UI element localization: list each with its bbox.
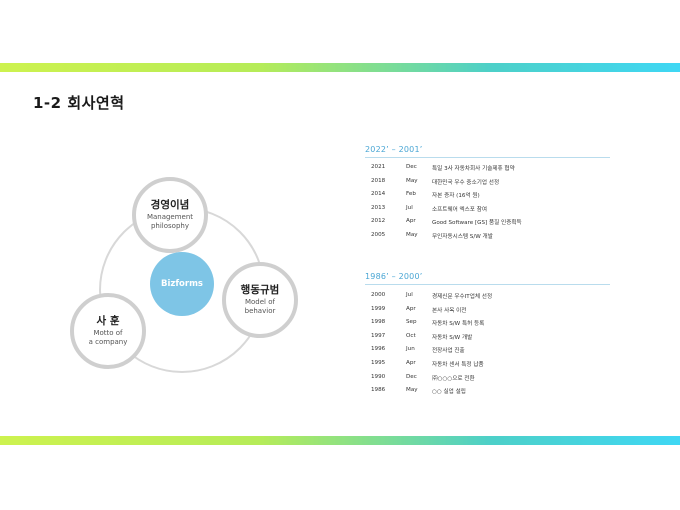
history-row: 1999 Apr 본사 사옥 이전 <box>365 303 610 317</box>
history-month: Feb <box>406 191 416 198</box>
node-model-of-behavior: 행동규범 Model of behavior <box>222 262 298 338</box>
history-event: 자동차 S/W 특허 등록 <box>432 321 485 328</box>
top-accent-band <box>0 63 680 72</box>
history-row: 2005 May 무인자동시스템 S/W 개발 <box>365 229 610 243</box>
history-month: Sep <box>406 319 417 326</box>
history-year: 2000 <box>371 292 386 298</box>
history-month: Oct <box>406 332 416 339</box>
history-event: 자본 증자 (16억 원) <box>432 193 480 200</box>
history-row: 1995 Apr 자동차 센서 특정 납품 <box>365 357 610 371</box>
history-row: 1996 Jun 전장사업 진출 <box>365 343 610 357</box>
history-year: 1990 <box>371 373 386 380</box>
history-month: Dec <box>406 373 417 380</box>
history-year: 1996 <box>371 346 386 353</box>
history-year: 1986 <box>371 387 386 394</box>
history-year: 1998 <box>371 319 386 326</box>
bottom-accent-band <box>0 436 680 445</box>
history-row: 1990 Dec ㈜○○○으로 전환 <box>365 371 610 385</box>
history-event: 본사 사옥 이전 <box>432 307 467 314</box>
history-month: Jul <box>406 204 413 211</box>
history-row: 1997 Oct 자동차 S/W 개발 <box>365 330 610 344</box>
history-month: May <box>406 177 418 184</box>
history-year: 1999 <box>371 305 386 312</box>
history-year: 2021 <box>371 164 386 170</box>
history-month: May <box>406 387 418 394</box>
page-title: 1-2 회사연혁 <box>33 94 125 112</box>
history-row: 1986 May ○○ 실업 설립 <box>365 384 610 398</box>
history-month: May <box>406 231 418 238</box>
history-row: 2013 Jul 소프트웨어 엑스포 참여 <box>365 202 610 216</box>
history-row: 2014 Feb 자본 증자 (16억 원) <box>365 188 610 202</box>
history-year: 2014 <box>371 191 386 198</box>
history-event: 자동차 S/W 개발 <box>432 334 473 341</box>
node-label-en: Motto of a company <box>88 329 128 346</box>
history-year: 2018 <box>371 177 386 184</box>
history-year: 2005 <box>371 231 386 238</box>
node-label-kr: 사 훈 <box>96 315 120 327</box>
history-row: 2012 Apr Good Software [GS] 품질 인증획득 <box>365 215 610 229</box>
history-month: Jun <box>406 346 415 353</box>
history-year: 2013 <box>371 204 386 211</box>
history-month: Apr <box>406 305 416 312</box>
history-row: 2018 May 대한민국 우수 중소기업 선정 <box>365 175 610 189</box>
node-motto: 사 훈 Motto of a company <box>70 293 146 369</box>
node-label-en: Model of behavior <box>244 298 276 315</box>
history-year: 2012 <box>371 218 386 225</box>
node-label-en: Management philosophy <box>146 213 194 230</box>
history-event: 자동차 센서 특정 납품 <box>432 361 484 368</box>
history-event: 경제신문 우수IT업체 선정 <box>432 294 493 300</box>
history-event: ㈜○○○으로 전환 <box>432 375 475 382</box>
history-year: 1995 <box>371 359 386 366</box>
node-management-philosophy: 경영이념 Management philosophy <box>132 177 208 253</box>
history-month: Apr <box>406 359 416 366</box>
history-row: 2021 Dec 특일 3사 자동차회사 기술제휴 협약 <box>365 161 610 175</box>
center-node: Bizforms <box>150 252 214 316</box>
history-section-heading: 2022’ – 2001’ <box>365 145 610 158</box>
history-month: Apr <box>406 218 416 225</box>
history-row: 2000 Jul 경제신문 우수IT업체 선정 <box>365 289 610 303</box>
history-month: Jul <box>406 292 413 298</box>
history-month: Dec <box>406 164 417 170</box>
history-section-heading: 1986’ – 2000’ <box>365 272 610 285</box>
history-event: 전장사업 진출 <box>432 348 465 355</box>
node-label-kr: 행동규범 <box>240 284 280 296</box>
history-event: 소프트웨어 엑스포 참여 <box>432 206 488 213</box>
history-event: ○○ 실업 설립 <box>432 389 466 396</box>
history-event: 무인자동시스템 S/W 개발 <box>432 233 493 240</box>
node-label-kr: 경영이념 <box>150 199 190 211</box>
history-event: 대한민국 우수 중소기업 선정 <box>432 179 500 186</box>
history-year: 1997 <box>371 332 386 339</box>
history-row: 1998 Sep 자동차 S/W 특허 등록 <box>365 316 610 330</box>
history-event: Good Software [GS] 품질 인증획득 <box>432 220 522 227</box>
history-event: 특일 3사 자동차회사 기술제휴 협약 <box>432 166 515 172</box>
